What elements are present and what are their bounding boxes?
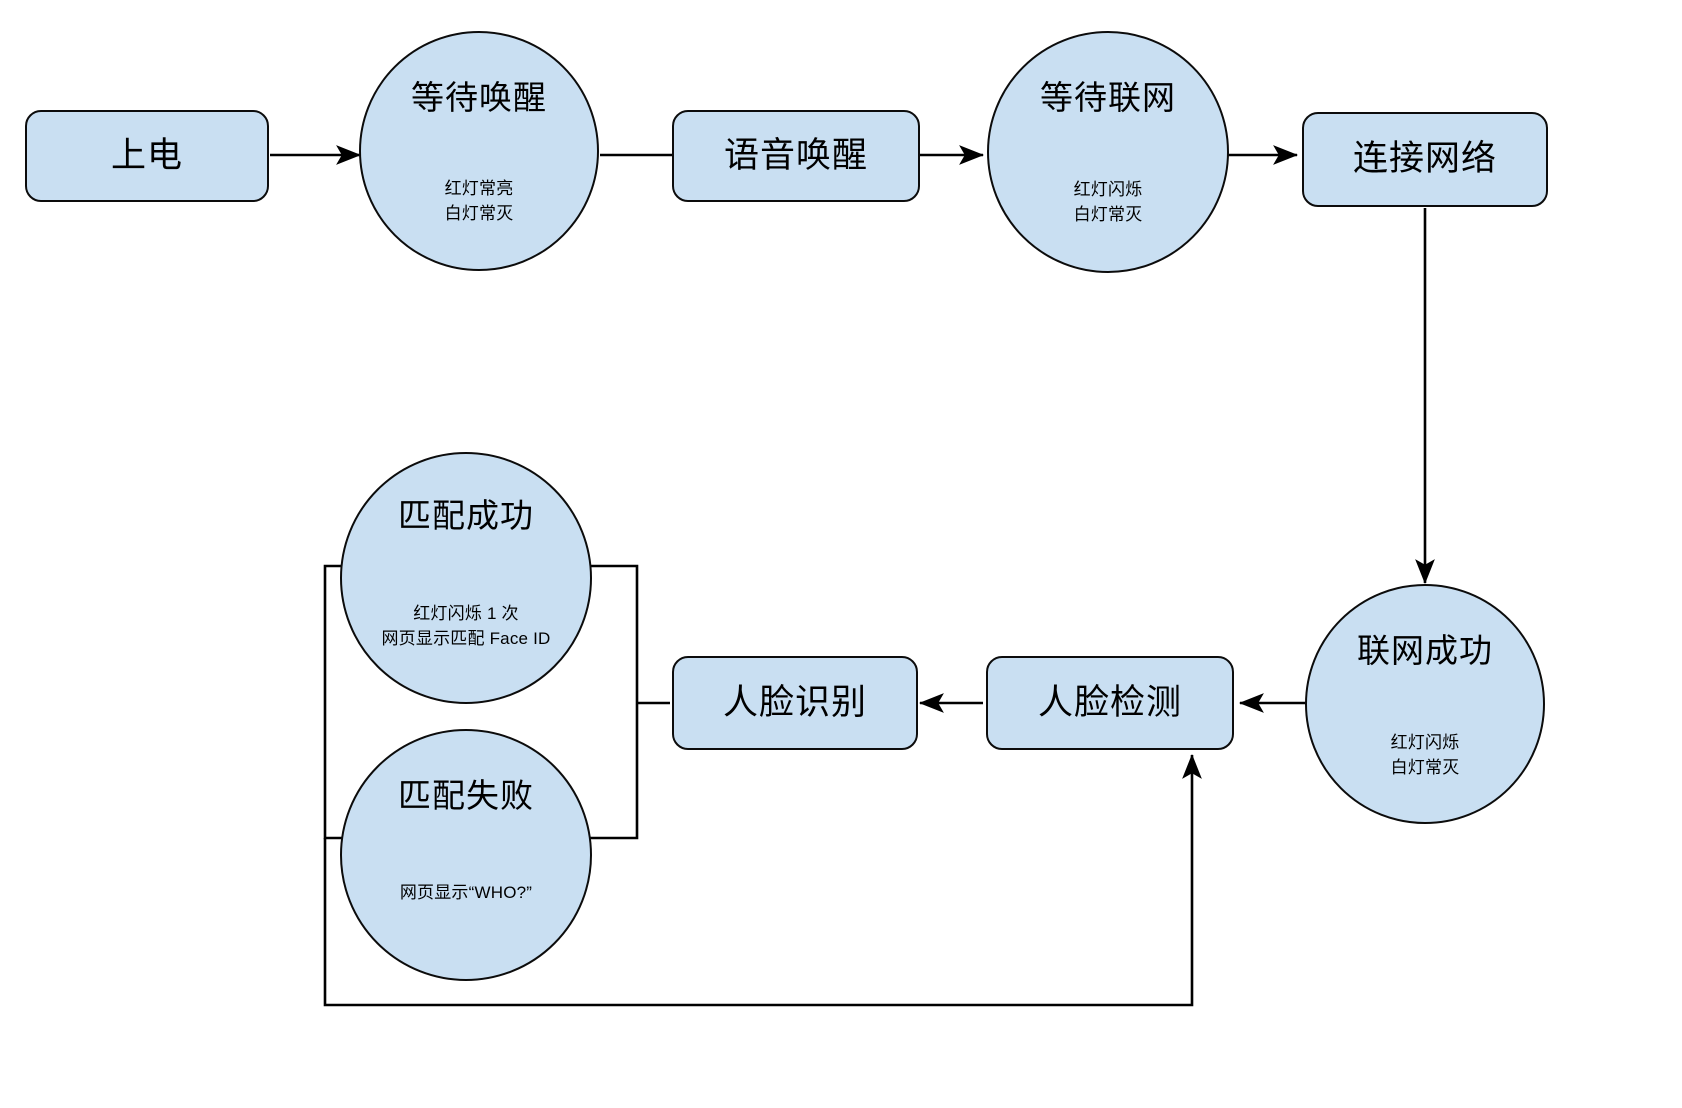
node-face-detect[interactable]: 人脸检测 (986, 656, 1234, 750)
node-match-success-label: 匹配成功 (398, 497, 534, 534)
node-voice-wakeup[interactable]: 语音唤醒 (672, 110, 920, 202)
node-power-on-label: 上电 (110, 135, 183, 175)
node-wait-wakeup[interactable]: 等待唤醒 红灯常亮 白灯常灭 (359, 31, 599, 271)
node-match-fail-detail: 网页显示“WHO?” (399, 883, 533, 902)
node-match-fail-label: 匹配失败 (398, 777, 534, 814)
node-match-success[interactable]: 匹配成功 红灯闪烁 1 次 网页显示匹配 Face ID (340, 452, 592, 704)
node-connect-network[interactable]: 连接网络 (1302, 112, 1548, 207)
node-wait-network-detail: 红灯闪烁 白灯常灭 (1073, 180, 1143, 224)
node-match-success-detail: 红灯闪烁 1 次 网页显示匹配 Face ID (381, 604, 551, 648)
node-wait-wakeup-detail: 红灯常亮 白灯常灭 (444, 179, 514, 223)
node-voice-wakeup-label: 语音唤醒 (723, 135, 868, 175)
node-wait-wakeup-label: 等待唤醒 (411, 79, 547, 116)
node-network-ok-detail: 红灯闪烁 白灯常灭 (1390, 733, 1460, 777)
node-network-ok-label: 联网成功 (1357, 632, 1493, 669)
node-face-recognize-label: 人脸识别 (722, 682, 867, 722)
node-face-detect-label: 人脸检测 (1037, 682, 1182, 722)
node-match-fail[interactable]: 匹配失败 网页显示“WHO?” (340, 729, 592, 981)
node-wait-network[interactable]: 等待联网 红灯闪烁 白灯常灭 (987, 31, 1229, 273)
node-power-on[interactable]: 上电 (25, 110, 269, 202)
node-connect-network-label: 连接网络 (1352, 139, 1497, 179)
node-face-recognize[interactable]: 人脸识别 (672, 656, 918, 750)
node-wait-network-label: 等待联网 (1040, 79, 1176, 116)
node-network-ok[interactable]: 联网成功 红灯闪烁 白灯常灭 (1305, 584, 1545, 824)
